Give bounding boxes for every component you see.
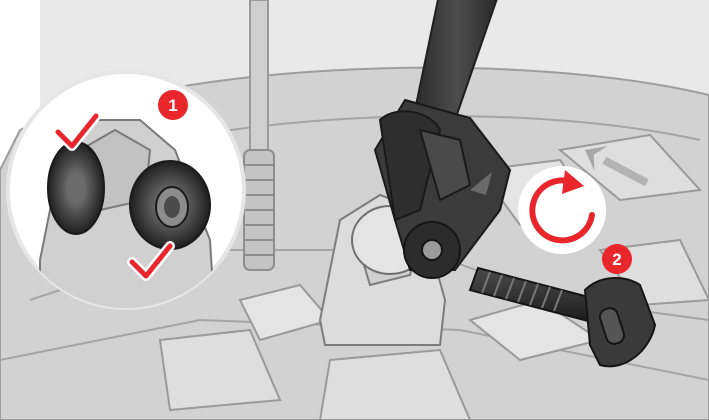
washer-left (47, 141, 105, 235)
step-number-2: 2 (612, 250, 621, 269)
step-badge-2: 2 (602, 244, 632, 274)
yoke-logo-icon (470, 172, 492, 195)
coil-bolt (468, 266, 657, 368)
step-number-1: 1 (168, 96, 177, 115)
rotate-clockwise-icon (518, 166, 606, 254)
step-badge-1: 1 (158, 90, 188, 120)
washer-check-icon (53, 111, 175, 281)
lower-shaft (373, 0, 512, 279)
washer-detail-inset (6, 70, 246, 310)
cable-strain-relief (243, 149, 275, 271)
minelab-logo-icon (585, 146, 649, 187)
